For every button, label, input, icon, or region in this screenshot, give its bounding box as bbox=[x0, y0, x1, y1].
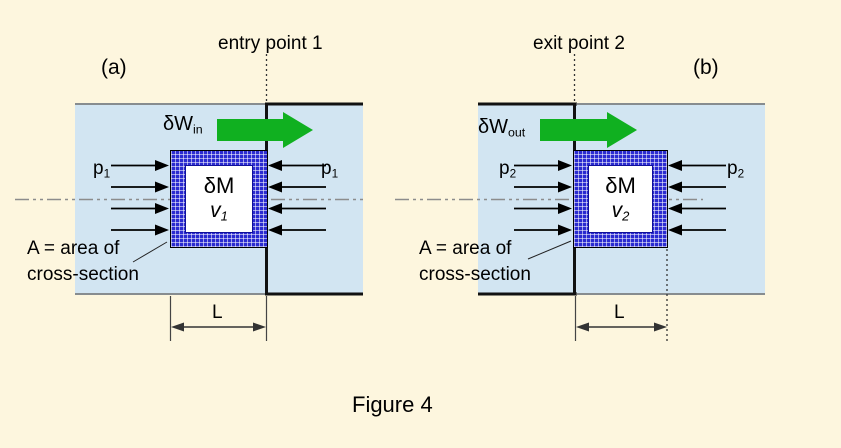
pressure-label-left-a: p1 bbox=[93, 158, 111, 181]
length-dimension-b bbox=[574, 249, 668, 341]
figure-caption: Figure 4 bbox=[352, 392, 433, 417]
control-volume-a-interior: δM v1 bbox=[185, 165, 253, 233]
diagram-a-lines bbox=[15, 54, 363, 341]
control-volume-b: δM v2 bbox=[573, 150, 668, 248]
area-note-a-line2: cross-section bbox=[27, 264, 139, 285]
area-note-a-line1: A = area of bbox=[27, 238, 120, 259]
entry-point-label: entry point 1 bbox=[218, 33, 323, 54]
length-label-b: L bbox=[614, 302, 625, 323]
area-note-b-line1: A = area of bbox=[419, 238, 512, 259]
pressure-arrows-left-a bbox=[111, 160, 169, 236]
pressure-label-right-b: p2 bbox=[727, 158, 745, 181]
exit-point-label: exit point 2 bbox=[533, 33, 625, 54]
length-dimension-a bbox=[169, 296, 268, 341]
area-note-b: A = area of cross-section bbox=[419, 236, 531, 288]
mass-label-b: δM bbox=[605, 173, 636, 199]
area-leader-line-a bbox=[132, 241, 168, 263]
control-volume-a: δM v1 bbox=[170, 150, 268, 248]
work-label-a: δWin bbox=[163, 113, 203, 137]
area-note-b-line2: cross-section bbox=[419, 264, 531, 285]
velocity-label-b: v2 bbox=[611, 199, 630, 224]
pressure-arrows-right-a bbox=[268, 160, 326, 236]
pressure-arrows-left-b bbox=[514, 160, 572, 236]
panel-label-b: (b) bbox=[693, 56, 719, 79]
panel-label-a: (a) bbox=[101, 56, 127, 79]
velocity-label-a: v1 bbox=[210, 199, 228, 224]
mass-label-a: δM bbox=[203, 173, 235, 199]
control-volume-b-interior: δM v2 bbox=[588, 165, 653, 233]
length-label-a: L bbox=[212, 302, 223, 323]
pressure-label-left-b: p2 bbox=[499, 158, 517, 181]
area-leader-line-b bbox=[527, 240, 572, 260]
pressure-arrows-right-b bbox=[668, 160, 726, 236]
area-note-a: A = area of cross-section bbox=[27, 236, 139, 288]
pressure-label-right-a: p1 bbox=[321, 158, 339, 181]
work-arrow-b bbox=[540, 112, 637, 148]
work-label-b: δWout bbox=[478, 116, 526, 140]
work-arrow-a bbox=[217, 112, 313, 148]
